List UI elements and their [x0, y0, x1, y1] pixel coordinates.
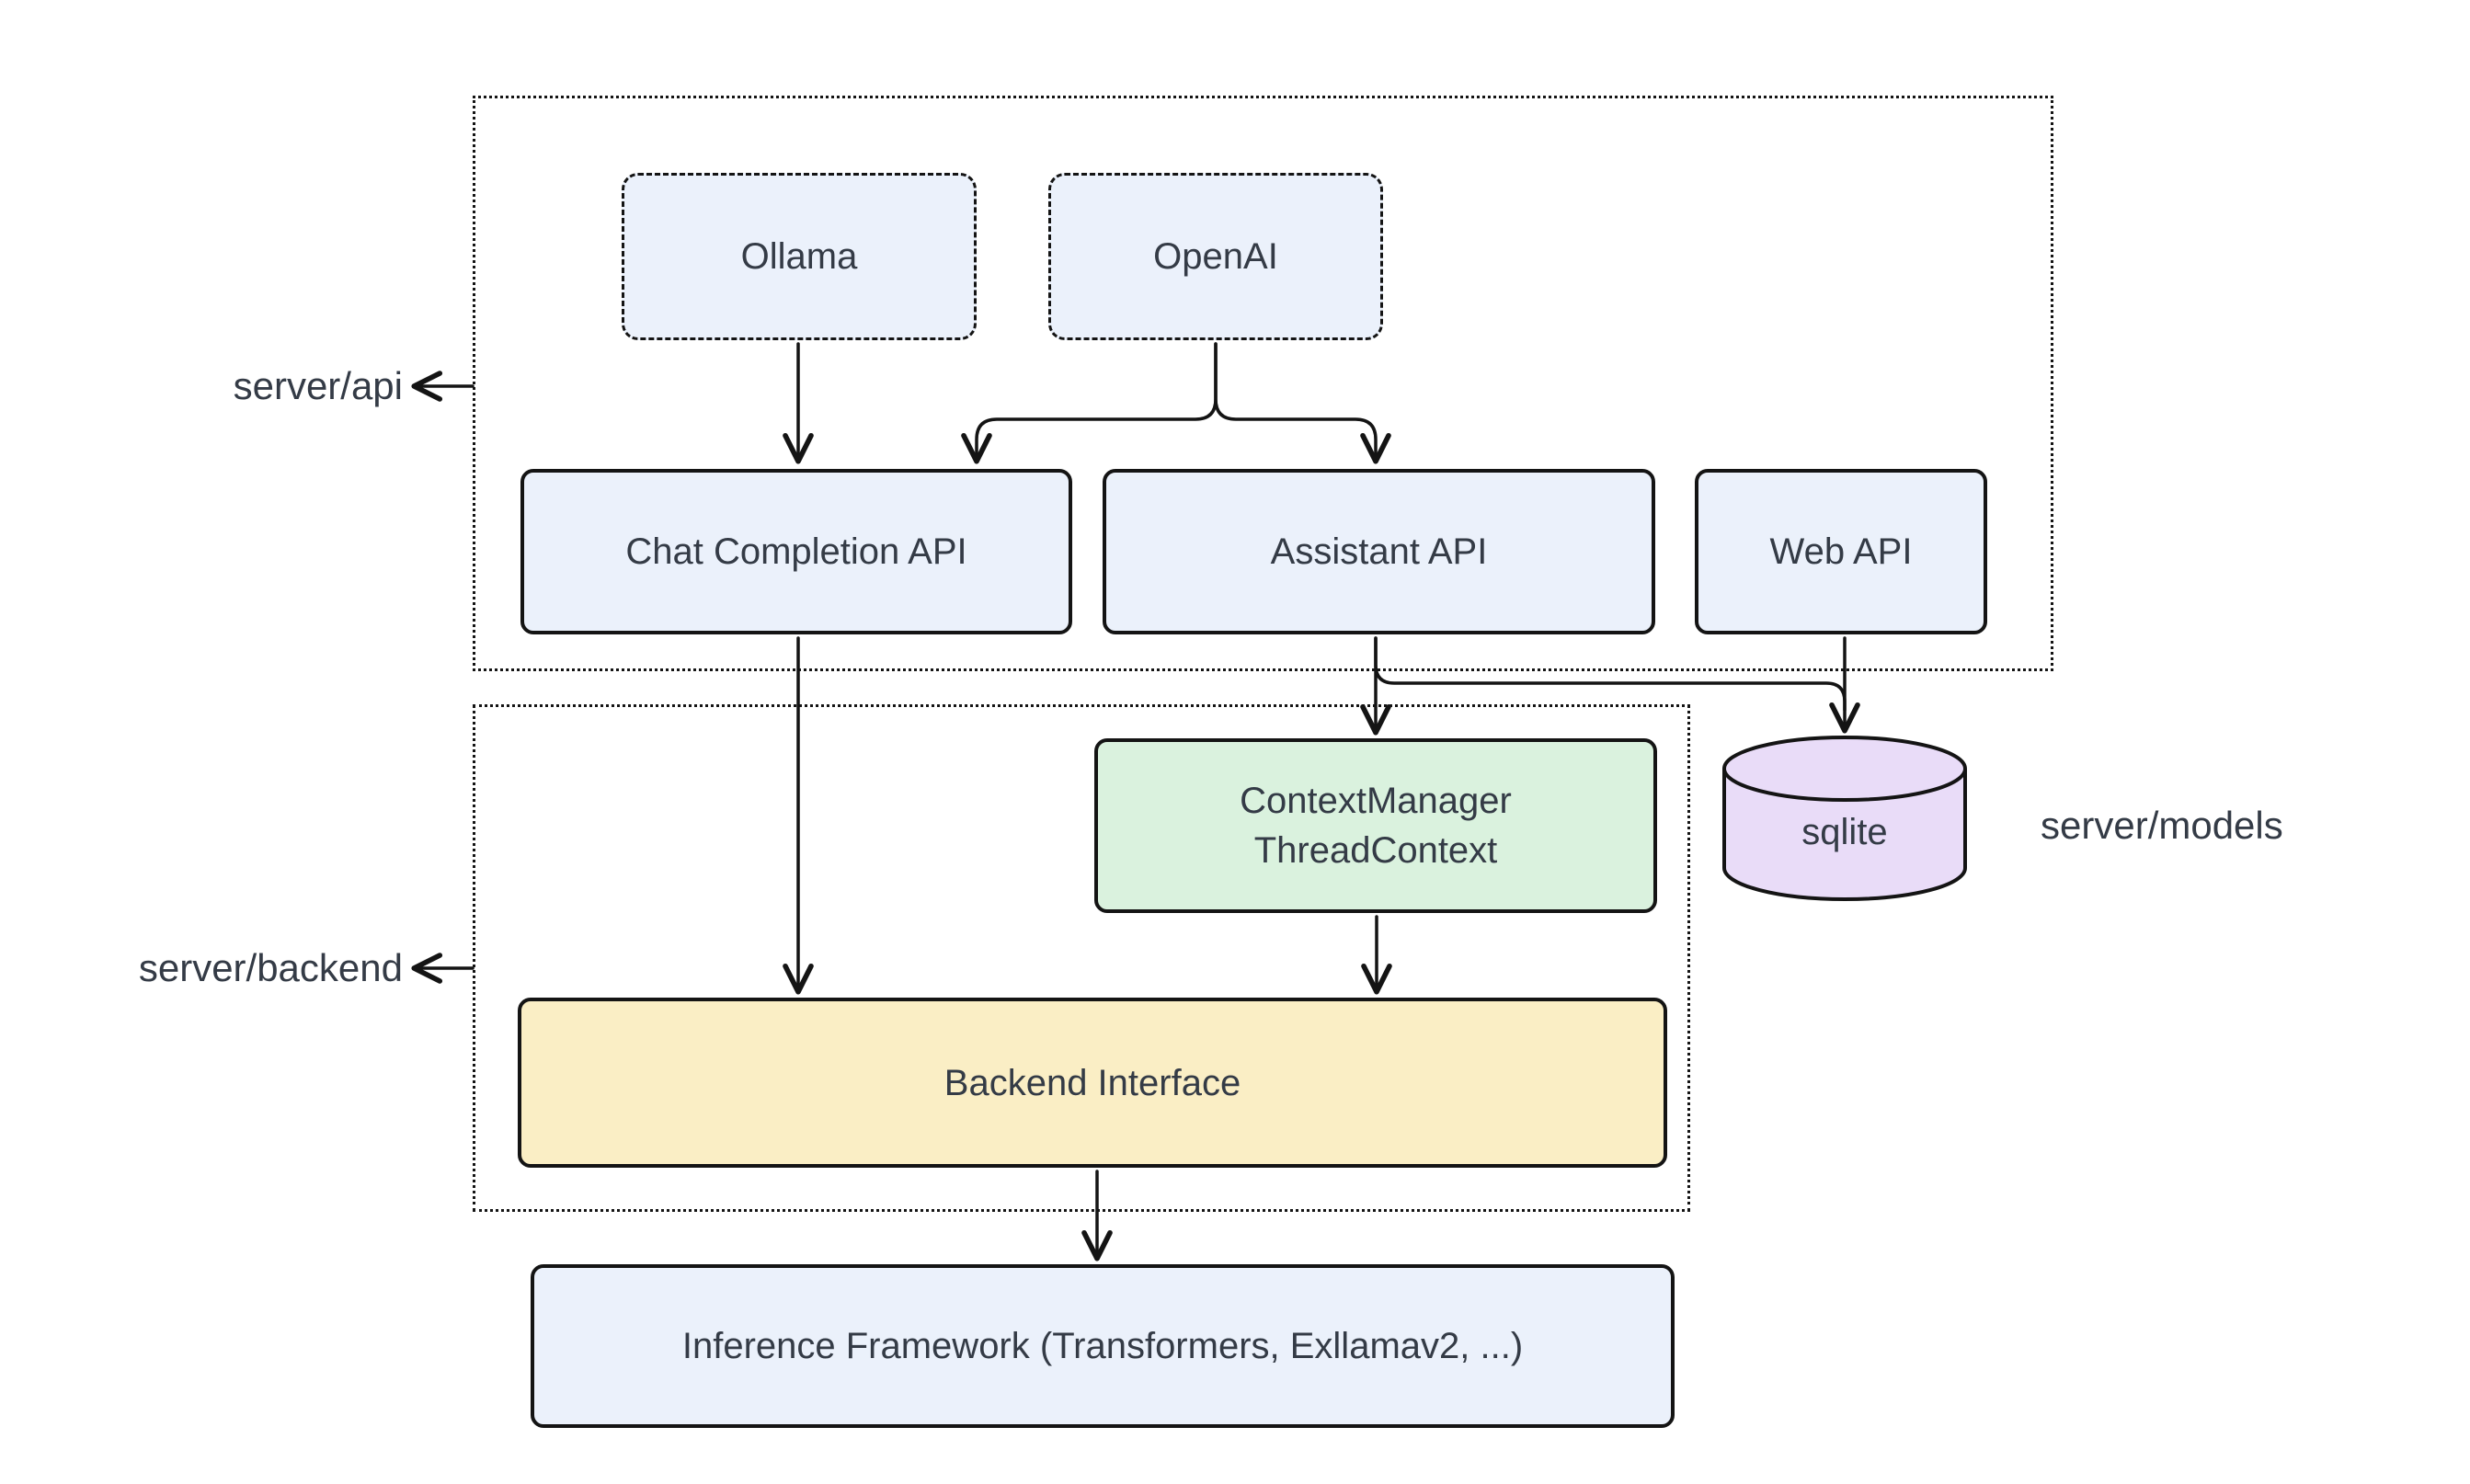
line-assistant-to-sqlite-elbow	[1374, 636, 1847, 712]
label-server-backend-text: server/backend	[138, 946, 403, 989]
node-assistant-api: Assistant API	[1103, 469, 1655, 634]
label-server-api: server/api	[129, 364, 403, 408]
node-sqlite-label: sqlite	[1724, 795, 1965, 869]
node-context-manager-line2: ThreadContext	[1253, 830, 1498, 871]
container-server-backend	[473, 704, 1690, 1212]
arrow-openai-to-assistant	[1214, 342, 1391, 464]
node-web-api: Web API	[1695, 469, 1987, 634]
node-ollama: Ollama	[622, 173, 977, 340]
node-ollama-label: Ollama	[740, 236, 858, 277]
arrow-openai-to-chat-completion	[961, 342, 1218, 464]
node-backend-interface-label: Backend Interface	[943, 1062, 1241, 1103]
sqlite-cylinder-body	[1722, 769, 1967, 901]
node-web-api-label: Web API	[1769, 531, 1913, 572]
label-server-api-text: server/api	[233, 364, 403, 407]
node-context-manager-line1: ContextManager	[1240, 781, 1512, 821]
node-assistant-api-label: Assistant API	[1270, 531, 1488, 572]
node-inference-framework: Inference Framework (Transformers, Exlla…	[531, 1264, 1675, 1428]
node-openai: OpenAI	[1048, 173, 1383, 340]
node-openai-label: OpenAI	[1153, 236, 1278, 277]
node-inference-framework-label: Inference Framework (Transformers, Exlla…	[681, 1326, 1524, 1366]
sqlite-cylinder-top	[1722, 736, 1967, 802]
sqlite-cylinder	[1722, 736, 1967, 901]
label-server-models-text: server/models	[2041, 804, 2283, 847]
node-chat-completion-api-label: Chat Completion API	[625, 531, 967, 572]
node-backend-interface: Backend Interface	[518, 998, 1667, 1168]
label-server-backend: server/backend	[74, 946, 403, 990]
container-server-api	[473, 96, 2053, 671]
label-server-models: server/models	[2041, 804, 2436, 848]
sqlite-text: sqlite	[1801, 811, 1888, 852]
node-chat-completion-api: Chat Completion API	[520, 469, 1072, 634]
node-context-manager: ContextManager ThreadContext	[1094, 738, 1657, 913]
